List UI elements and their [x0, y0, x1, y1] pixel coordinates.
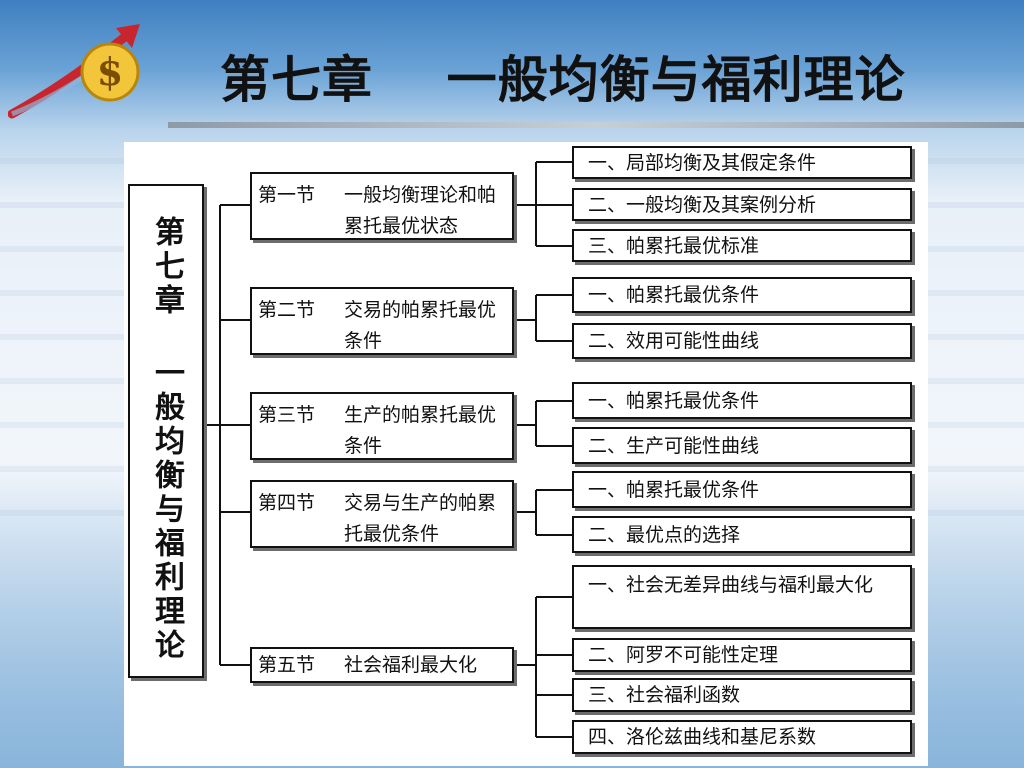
subsection-item: 三、社会福利函数	[572, 678, 912, 712]
section-3-box: 第三节 生产的帕累托最优条件	[250, 392, 514, 460]
section-number: 第五节	[258, 654, 316, 676]
dollar-logo-icon: $	[8, 24, 140, 119]
section-name: 交易与生产的帕累托最优条件	[344, 492, 497, 545]
section-1-box: 第一节 一般均衡理论和帕累托最优状态	[250, 172, 514, 240]
subsection-item: 二、生产可能性曲线	[572, 427, 912, 464]
subsection-item: 一、帕累托最优条件	[572, 471, 912, 508]
subsection-item: 二、最优点的选择	[572, 516, 912, 553]
section-name: 交易的帕累托最优条件	[344, 299, 497, 352]
svg-text:$: $	[97, 49, 123, 94]
title-divider	[168, 122, 1024, 128]
section-name: 生产的帕累托最优条件	[344, 404, 497, 457]
subsection-item: 一、帕累托最优条件	[572, 382, 912, 419]
section-name: 一般均衡理论和帕累托最优状态	[344, 184, 497, 237]
chapter-box: 第七章 一般均衡与福利理论	[128, 184, 204, 678]
section-5-box: 第五节 社会福利最大化	[250, 647, 514, 683]
subsection-item: 二、一般均衡及其案例分析	[572, 188, 912, 221]
subsection-item: 二、阿罗不可能性定理	[572, 638, 912, 672]
section-number: 第二节	[258, 299, 316, 321]
section-4-box: 第四节 交易与生产的帕累托最优条件	[250, 480, 514, 548]
subsection-item: 一、帕累托最优条件	[572, 277, 912, 313]
section-2-box: 第二节 交易的帕累托最优条件	[250, 287, 514, 355]
subsection-item: 一、社会无差异曲线与福利最大化	[572, 565, 912, 629]
page-title: 第七章 一般均衡与福利理论	[220, 51, 906, 109]
subsection-item: 二、效用可能性曲线	[572, 323, 912, 359]
section-number: 第一节	[258, 184, 316, 206]
section-number: 第四节	[258, 492, 316, 514]
subsection-item: 四、洛伦兹曲线和基尼系数	[572, 720, 912, 754]
subsection-item: 三、帕累托最优标准	[572, 229, 912, 262]
section-name: 社会福利最大化	[344, 654, 478, 676]
section-number: 第三节	[258, 404, 316, 426]
subsection-item: 一、局部均衡及其假定条件	[572, 146, 912, 179]
